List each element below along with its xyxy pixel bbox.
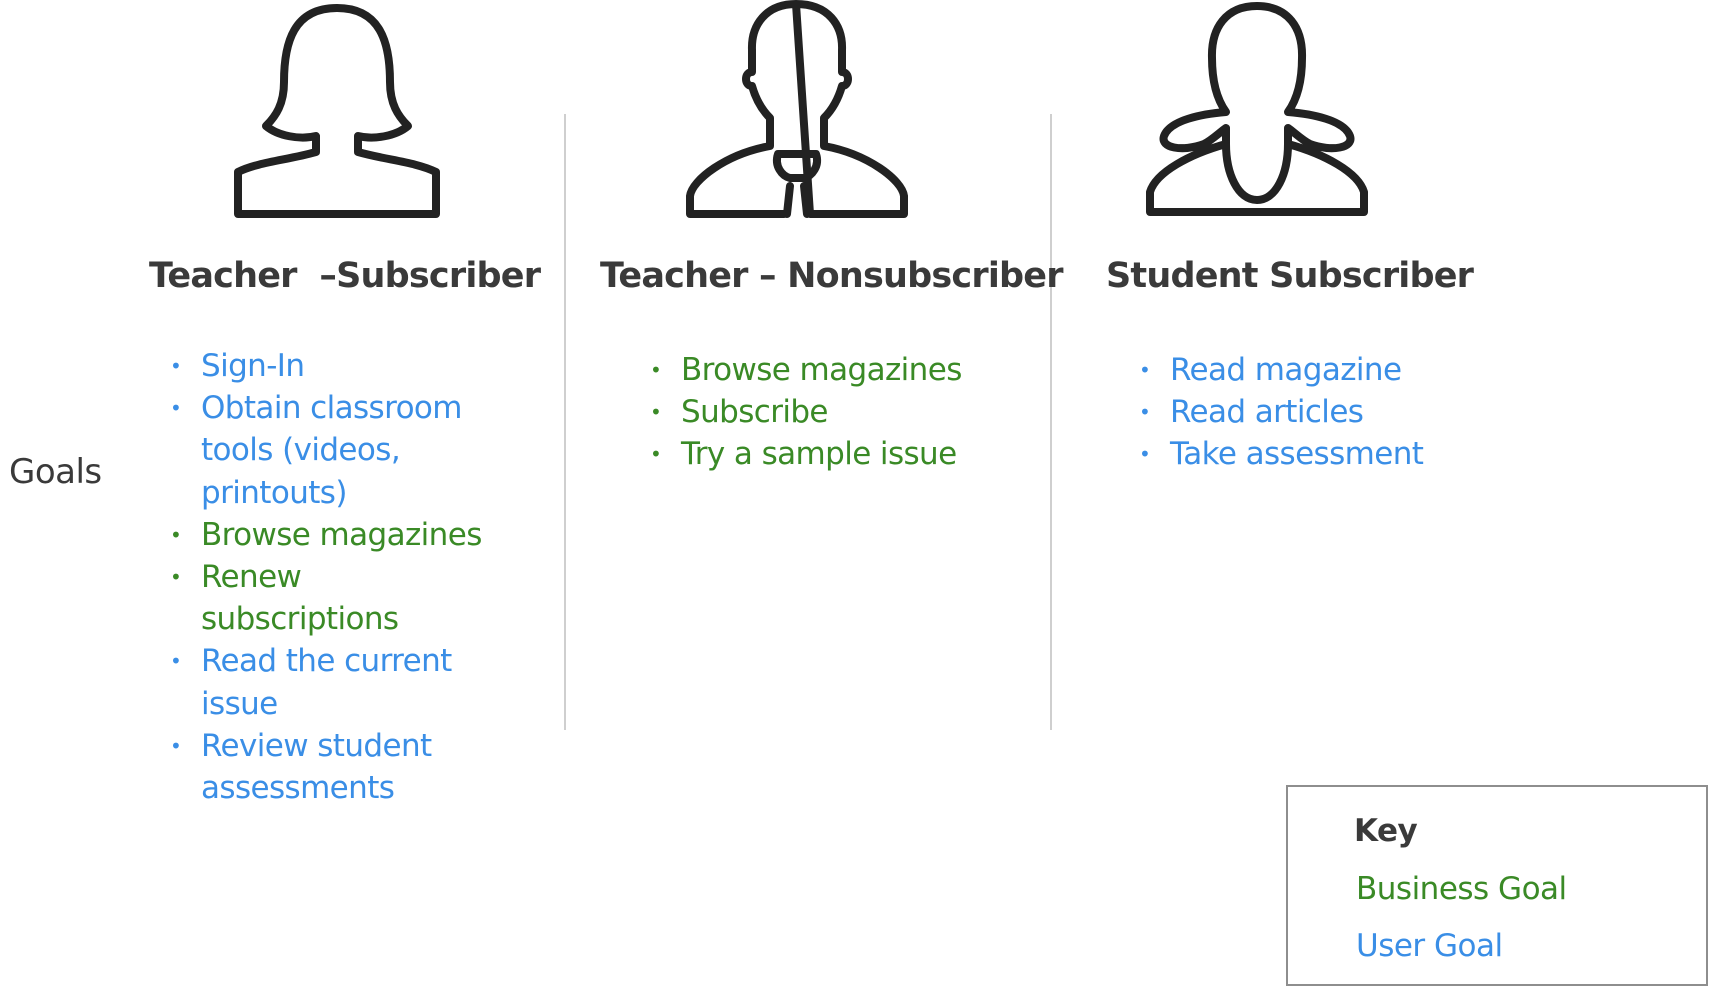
- list-item: •Read articles: [1139, 394, 1364, 431]
- legend-business-goal: Business Goal: [1356, 871, 1567, 907]
- goals-row-label: Goals: [9, 452, 102, 492]
- legend-title: Key: [1354, 813, 1418, 849]
- list-item: •Read the current issue: [170, 643, 452, 722]
- man-with-tie-icon: [686, 0, 908, 220]
- list-item: •Read magazine: [1139, 352, 1402, 388]
- list-item: •Renew subscriptions: [170, 559, 399, 638]
- persona-title-teacher-nonsubscriber: Teacher – Nonsubscriber: [600, 256, 1063, 296]
- goal-list-teacher-nonsubscriber: •Browse magazines •Subscribe •Try a samp…: [650, 349, 1010, 476]
- goal-list-student-subscriber: •Read magazine •Read articles •Take asse…: [1139, 349, 1499, 476]
- persona-title-student-subscriber: Student Subscriber: [1106, 256, 1474, 296]
- girl-with-pigtails-icon: [1146, 2, 1368, 218]
- column-divider: [564, 114, 566, 730]
- woman-silhouette-icon: [232, 4, 442, 219]
- list-item: •Browse magazines: [170, 516, 482, 553]
- legend-key-box: Key Business Goal User Goal: [1286, 785, 1708, 986]
- goal-list-teacher-subscriber: •Sign-In •Obtain classroom tools (videos…: [170, 345, 490, 809]
- list-item: •Review student assessments: [170, 727, 432, 807]
- persona-title-teacher-subscriber: Teacher –Subscriber: [149, 256, 541, 296]
- list-item: •Subscribe: [650, 394, 829, 431]
- column-divider: [1050, 114, 1052, 730]
- list-item: •Try a sample issue: [650, 436, 957, 473]
- list-item: •Obtain classroom tools (videos, printou…: [170, 390, 463, 511]
- legend-user-goal: User Goal: [1356, 928, 1503, 964]
- list-item: •Sign-In: [170, 348, 305, 384]
- list-item: •Take assessment: [1139, 436, 1424, 473]
- list-item: •Browse magazines: [650, 352, 962, 388]
